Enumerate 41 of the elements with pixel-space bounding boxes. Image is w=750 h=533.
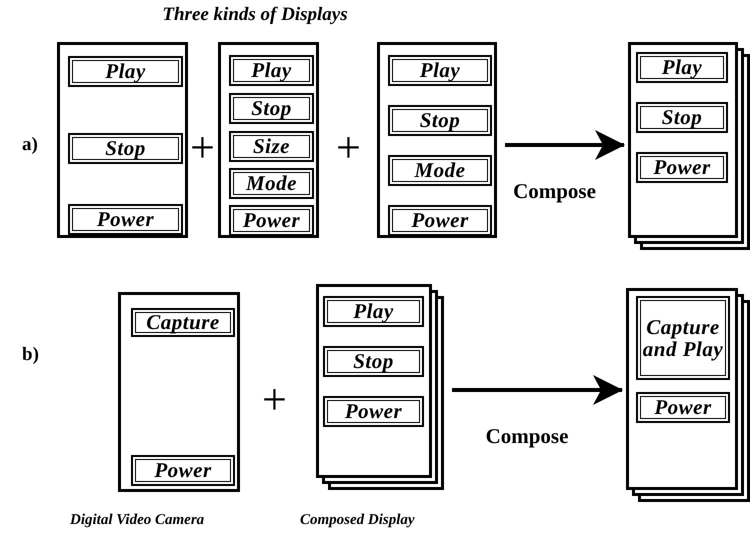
arrow [505,130,625,160]
button-label-box: Power [68,204,183,235]
button-label-box: Play [388,55,492,86]
button-label-box: Power [636,152,728,183]
stacked-display-panels [626,288,750,502]
stacked-display-panels [628,42,750,250]
button-label-box: Capture and Play [636,296,730,380]
arrow [452,375,623,405]
button-label-box: Play [68,56,183,87]
button-label-box: Power [131,455,235,486]
button-label-box: Size [229,131,314,162]
row-label: b) [22,345,39,364]
display-panel [118,292,240,492]
button-label-box: Mode [229,168,314,199]
stacked-display-panels [316,284,444,490]
display-panel [377,42,497,238]
panel-caption: Digital Video Camera [70,512,204,529]
button-label-box: Stop [636,102,728,133]
display-panel [218,42,319,238]
display-panel [57,42,188,238]
button-label-box: Power [636,392,730,423]
button-label-box: Stop [323,346,424,377]
button-label-box: Play [323,296,424,327]
button-label-box: Play [229,55,314,86]
plus-sign: + [262,378,287,422]
button-label-box: Capture [131,308,235,337]
button-label-box: Play [636,52,728,83]
plus-sign: + [190,126,215,170]
panel-caption: Composed Display [300,512,415,529]
button-label-box: Mode [388,155,492,186]
row-label: a) [22,135,38,154]
button-label-box: Stop [388,105,492,136]
title: Three kinds of Displays [161,4,349,26]
plus-sign: + [336,126,361,170]
button-label-box: Power [388,205,492,236]
button-label-box: Power [229,205,314,236]
button-label-box: Stop [229,93,314,124]
button-label-box: Power [323,396,424,427]
button-label-box: Stop [68,133,183,164]
edge-label: Compose [513,179,596,204]
edge-label: Compose [486,424,568,449]
